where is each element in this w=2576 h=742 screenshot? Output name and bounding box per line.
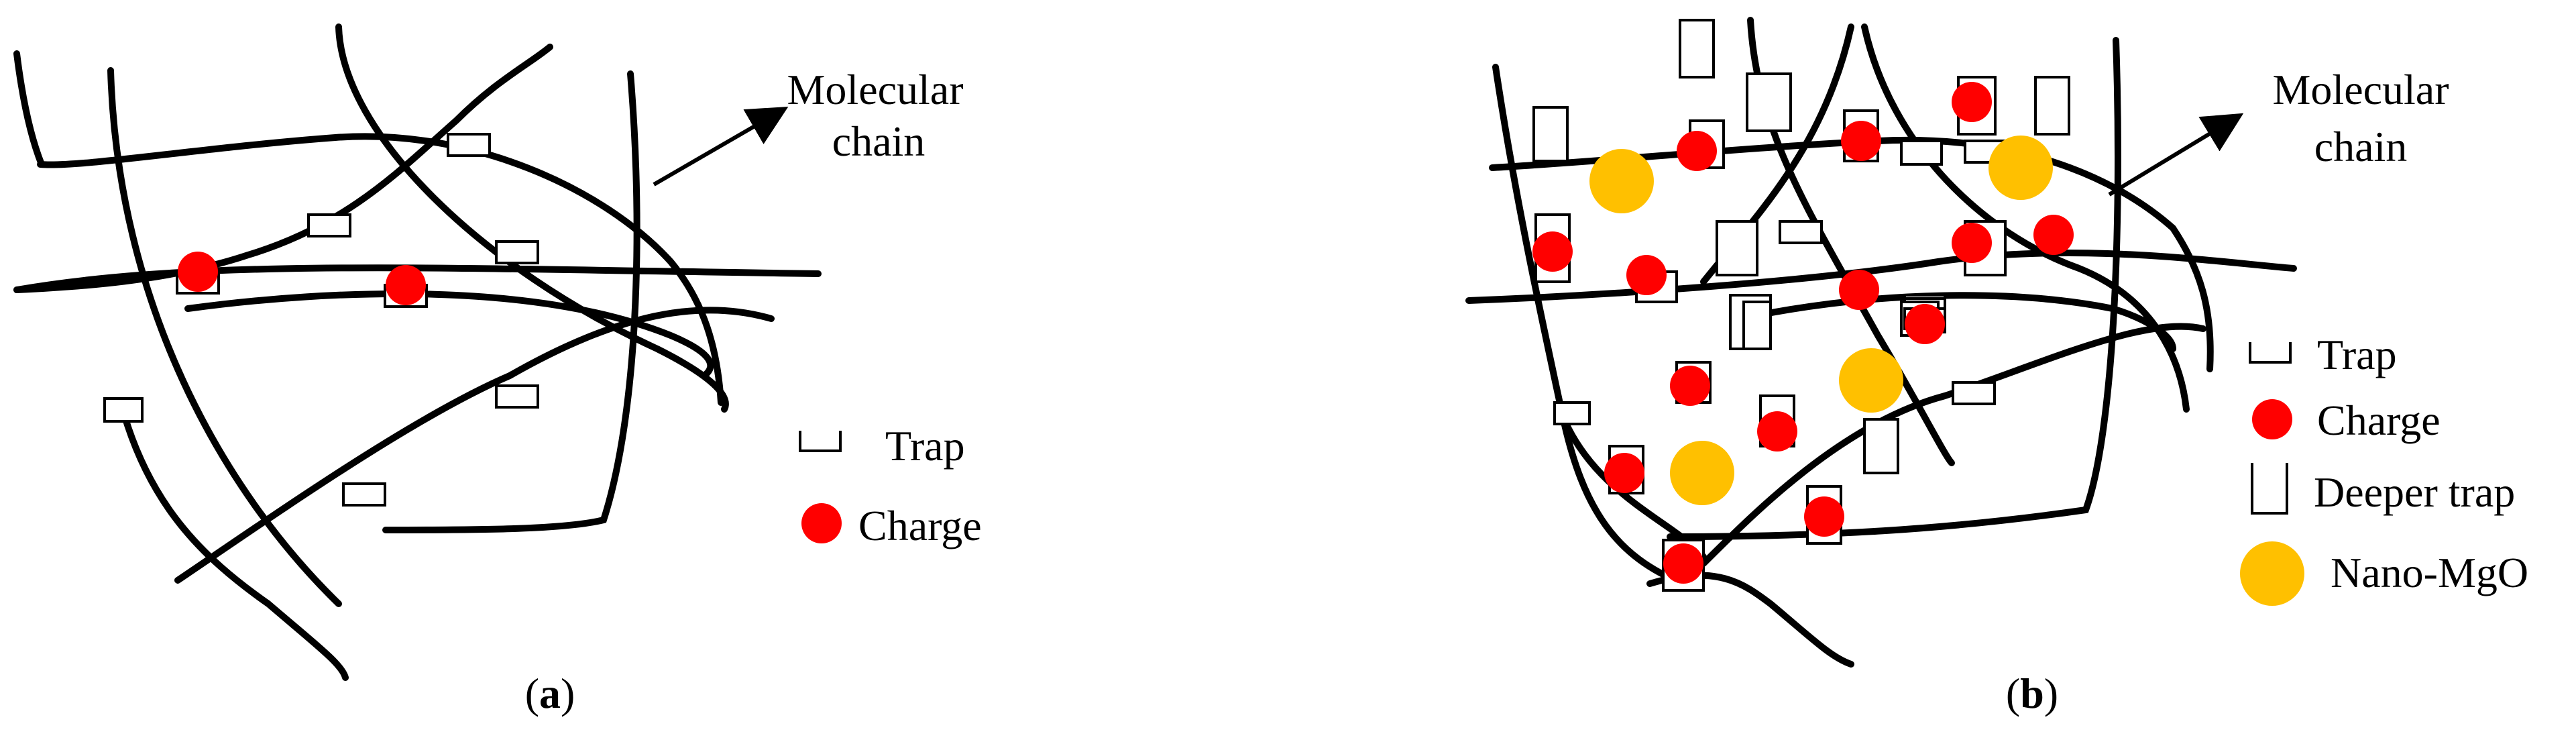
molecular-chain [1492,64,1566,419]
deeper-trap [1679,19,1715,78]
molecular-chain-label: chain [2314,123,2408,170]
legend-charge-symbol [2252,399,2292,439]
trap [307,213,351,237]
molecular-chain [117,399,349,681]
svg-text:(a): (a) [525,670,575,717]
charge [178,252,218,292]
charge [1670,366,1710,406]
charge [1757,411,1797,452]
molecular-chain-label: chain [832,117,926,165]
legend: Trap Charge Deeper trap Nano-MgO [2240,331,2528,606]
molecular-chain [13,50,45,168]
molecular-chain-label: Molecular [787,66,964,113]
molecular-chain [174,307,775,584]
molecular-chain-label: Molecular [2273,66,2449,113]
legend: Trap Charge [799,422,982,549]
deeper-trap [1900,140,1943,166]
panel-b: Molecular chain Trap Charge Deeper trap … [1465,17,2528,717]
charge [2033,215,2074,255]
charge [1604,453,1644,493]
panel-letter: b [2020,670,2044,717]
charge [1532,231,1573,272]
trap [447,133,491,157]
legend-deeper-trap-symbol [2251,463,2288,515]
nano-mgo [1839,348,1903,413]
legend-charge-symbol [801,503,842,543]
pointer-arrow [2108,113,2244,197]
deeper-trap [1746,72,1792,132]
legend-nano-symbol [2240,541,2304,606]
legend-charge-label: Charge [858,502,982,549]
molecular-chain [382,70,640,533]
charge [1952,223,1992,263]
panel-letter: a [539,670,561,717]
pointer-arrow [653,106,789,187]
trap [495,384,539,409]
svg-text:(b): (b) [2006,670,2058,717]
molecular-chain [184,290,714,379]
charge [1905,304,1945,344]
legend-deeper-trap-label: Deeper trap [2314,468,2515,516]
molecular-chain [13,264,822,293]
legend-trap-symbol [2249,342,2292,364]
molecular-chain [1559,413,1687,587]
trap [1779,220,1823,244]
nano-mgo [1589,149,1654,213]
legend-charge-label: Charge [2317,396,2441,444]
molecular-chain [1700,323,2206,567]
molecular-chain [107,67,342,607]
charge [1663,543,1703,584]
charge [1952,82,1992,122]
molecular-chain [1861,23,2190,413]
charge [386,265,426,305]
nano-mgo [1670,441,1734,505]
deeper-trap [1863,418,1899,474]
legend-trap-label: Trap [885,422,965,470]
nano-mgo [1989,136,2053,200]
charge [1626,255,1667,295]
molecular-chain [13,44,553,293]
deeper-trap [1742,301,1772,350]
molecular-chain [335,23,729,413]
charge [1677,131,1717,171]
molecular-chains [1465,17,2297,668]
molecular-chain [1465,250,2297,304]
panel-caption: (b) [2006,670,2058,717]
trap [103,397,144,423]
panel-a: Molecular chain Trap Charge (a) [13,23,982,717]
molecular-chains [13,23,822,681]
trap [342,482,386,507]
charge [1804,496,1844,537]
traps [103,133,539,507]
trap [1553,401,1591,425]
charges [1532,82,2074,584]
legend-nano-label: Nano-MgO [2331,549,2528,596]
legend-trap-label: Trap [2317,331,2397,378]
panel-caption: (a) [525,670,575,717]
trap [495,240,539,264]
deeper-trap [1716,220,1758,276]
nano-mgo-particles [1589,136,2053,505]
deeper-trap [1532,106,1569,162]
charge [1839,270,1879,310]
trap [1952,381,1996,405]
deeper-trap [2034,76,2070,136]
legend-trap-symbol [799,431,842,452]
charge [1841,121,1881,161]
